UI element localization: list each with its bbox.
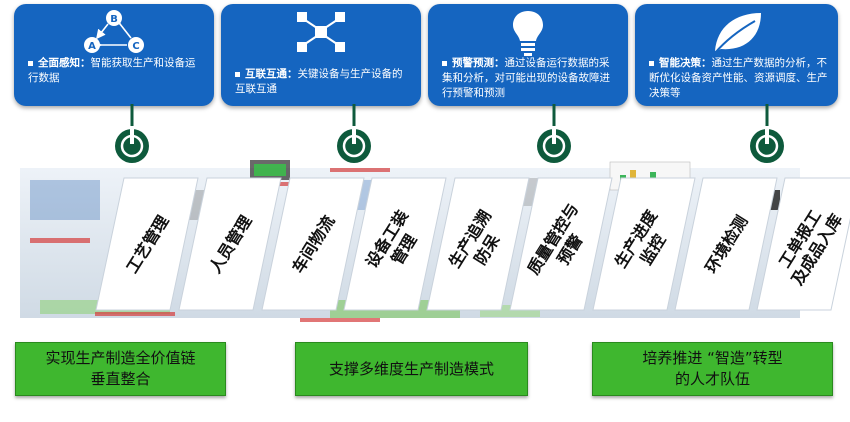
card-desc: 通过设备运行数据的采集和分析，对可能出现的设备故障进行预警和预测 — [442, 57, 610, 99]
module-panels: 工艺管理人员管理车间物流设备工装管理生产追溯防呆质量管控与预警生产进度监控环境检… — [20, 160, 850, 322]
module-panel — [343, 177, 447, 311]
module-panel — [178, 177, 282, 311]
card-warning: 预警预测：通过设备运行数据的采集和分析，对可能出现的设备故障进行预警和预测 — [428, 4, 628, 106]
abc-cycle-icon: A B C — [14, 6, 214, 58]
bottom-box-3: 培养推进 “智造”转型 的人才队伍 — [592, 342, 833, 396]
bottom-text: 实现生产制造全价值链 垂直整合 — [45, 349, 196, 388]
module-panel — [592, 177, 696, 311]
card-title: 全面感知 — [38, 57, 80, 69]
card-perception: A B C 全面感知：智能获取生产和设备运行数据 — [14, 4, 214, 106]
bottom-box-1: 实现生产制造全价值链 垂直整合 — [15, 342, 226, 396]
card-title: 互联互通 — [245, 68, 287, 80]
module-panel — [426, 177, 530, 311]
module-panel — [674, 177, 778, 311]
bottom-text: 培养推进 “智造”转型 的人才队伍 — [642, 349, 783, 388]
node-a: A — [88, 41, 96, 52]
connector-pin-4 — [750, 104, 784, 163]
module-panel — [756, 177, 850, 311]
node-b: B — [110, 14, 118, 25]
bottom-box-2: 支撑多维度生产制造模式 — [295, 342, 528, 396]
card-desc: 智能获取生产和设备运行数据 — [28, 57, 196, 84]
card-interconnect: 互联互通：关键设备与生产设备的互联互通 — [221, 4, 421, 106]
connector-pin-3 — [537, 104, 571, 163]
card-title: 预警预测 — [452, 57, 494, 69]
module-panel — [261, 177, 365, 311]
module-panel — [509, 177, 613, 311]
card-desc: 通过生产数据的分析，不断优化设备资产性能、资源调度、生产决策等 — [649, 57, 828, 99]
card-title: 智能决策 — [659, 57, 701, 69]
network-icon — [221, 6, 421, 58]
lightbulb-icon — [428, 6, 628, 58]
card-text: 智能决策：通过生产数据的分析，不断优化设备资产性能、资源调度、生产决策等 — [649, 57, 828, 99]
node-c: C — [132, 41, 139, 52]
card-text: 互联互通：关键设备与生产设备的互联互通 — [235, 68, 403, 95]
leaf-icon — [635, 6, 838, 58]
module-panel — [95, 177, 199, 311]
card-desc: 关键设备与生产设备的互联互通 — [235, 68, 403, 95]
connector-pin-1 — [115, 104, 149, 163]
card-decision: 智能决策：通过生产数据的分析，不断优化设备资产性能、资源调度、生产决策等 — [635, 4, 838, 106]
card-text: 全面感知：智能获取生产和设备运行数据 — [28, 57, 196, 84]
card-text: 预警预测：通过设备运行数据的采集和分析，对可能出现的设备故障进行预警和预测 — [442, 57, 610, 99]
connector-pin-2 — [337, 104, 371, 163]
bottom-text: 支撑多维度生产制造模式 — [328, 359, 494, 378]
